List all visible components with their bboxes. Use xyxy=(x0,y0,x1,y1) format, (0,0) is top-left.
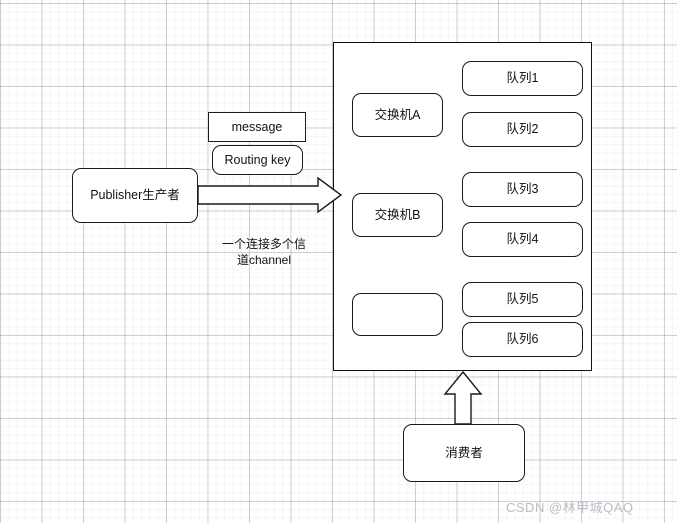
message-box[interactable]: message xyxy=(208,112,306,142)
routing-key-box[interactable]: Routing key xyxy=(212,145,303,175)
queue-3-node[interactable]: 队列3 xyxy=(462,172,583,207)
exchange-empty-node[interactable] xyxy=(352,293,443,336)
queue-4-node[interactable]: 队列4 xyxy=(462,222,583,257)
publisher-label: Publisher生产者 xyxy=(90,188,180,203)
consumer-node[interactable]: 消费者 xyxy=(403,424,525,482)
queue-1-label: 队列1 xyxy=(506,71,539,86)
message-label: message xyxy=(231,119,283,134)
channel-note-line1: 一个连接多个信 xyxy=(221,237,306,252)
queue-3-label: 队列3 xyxy=(506,182,539,197)
queue-2-node[interactable]: 队列2 xyxy=(462,112,583,147)
queue-5-label: 队列5 xyxy=(506,292,539,307)
csdn-watermark: CSDN @林甲城QAQ xyxy=(506,500,634,515)
publisher-node[interactable]: Publisher生产者 xyxy=(72,168,198,223)
consumer-to-broker-arrow xyxy=(443,370,483,425)
queue-2-label: 队列2 xyxy=(506,122,539,137)
queue-4-label: 队列4 xyxy=(506,232,539,247)
routing-key-label: Routing key xyxy=(224,152,291,167)
exchange-b-node[interactable]: 交换机B xyxy=(352,193,443,237)
exchange-b-label: 交换机B xyxy=(374,207,421,222)
consumer-label: 消费者 xyxy=(445,445,483,460)
queue-6-node[interactable]: 队列6 xyxy=(462,322,583,357)
queue-5-node[interactable]: 队列5 xyxy=(462,282,583,317)
exchange-a-node[interactable]: 交换机A xyxy=(352,93,443,137)
queue-1-node[interactable]: 队列1 xyxy=(462,61,583,96)
channel-note-line2: 道channel xyxy=(236,253,292,268)
publisher-to-broker-arrow xyxy=(197,176,343,214)
exchange-a-label: 交换机A xyxy=(374,107,421,122)
queue-6-label: 队列6 xyxy=(506,332,539,347)
